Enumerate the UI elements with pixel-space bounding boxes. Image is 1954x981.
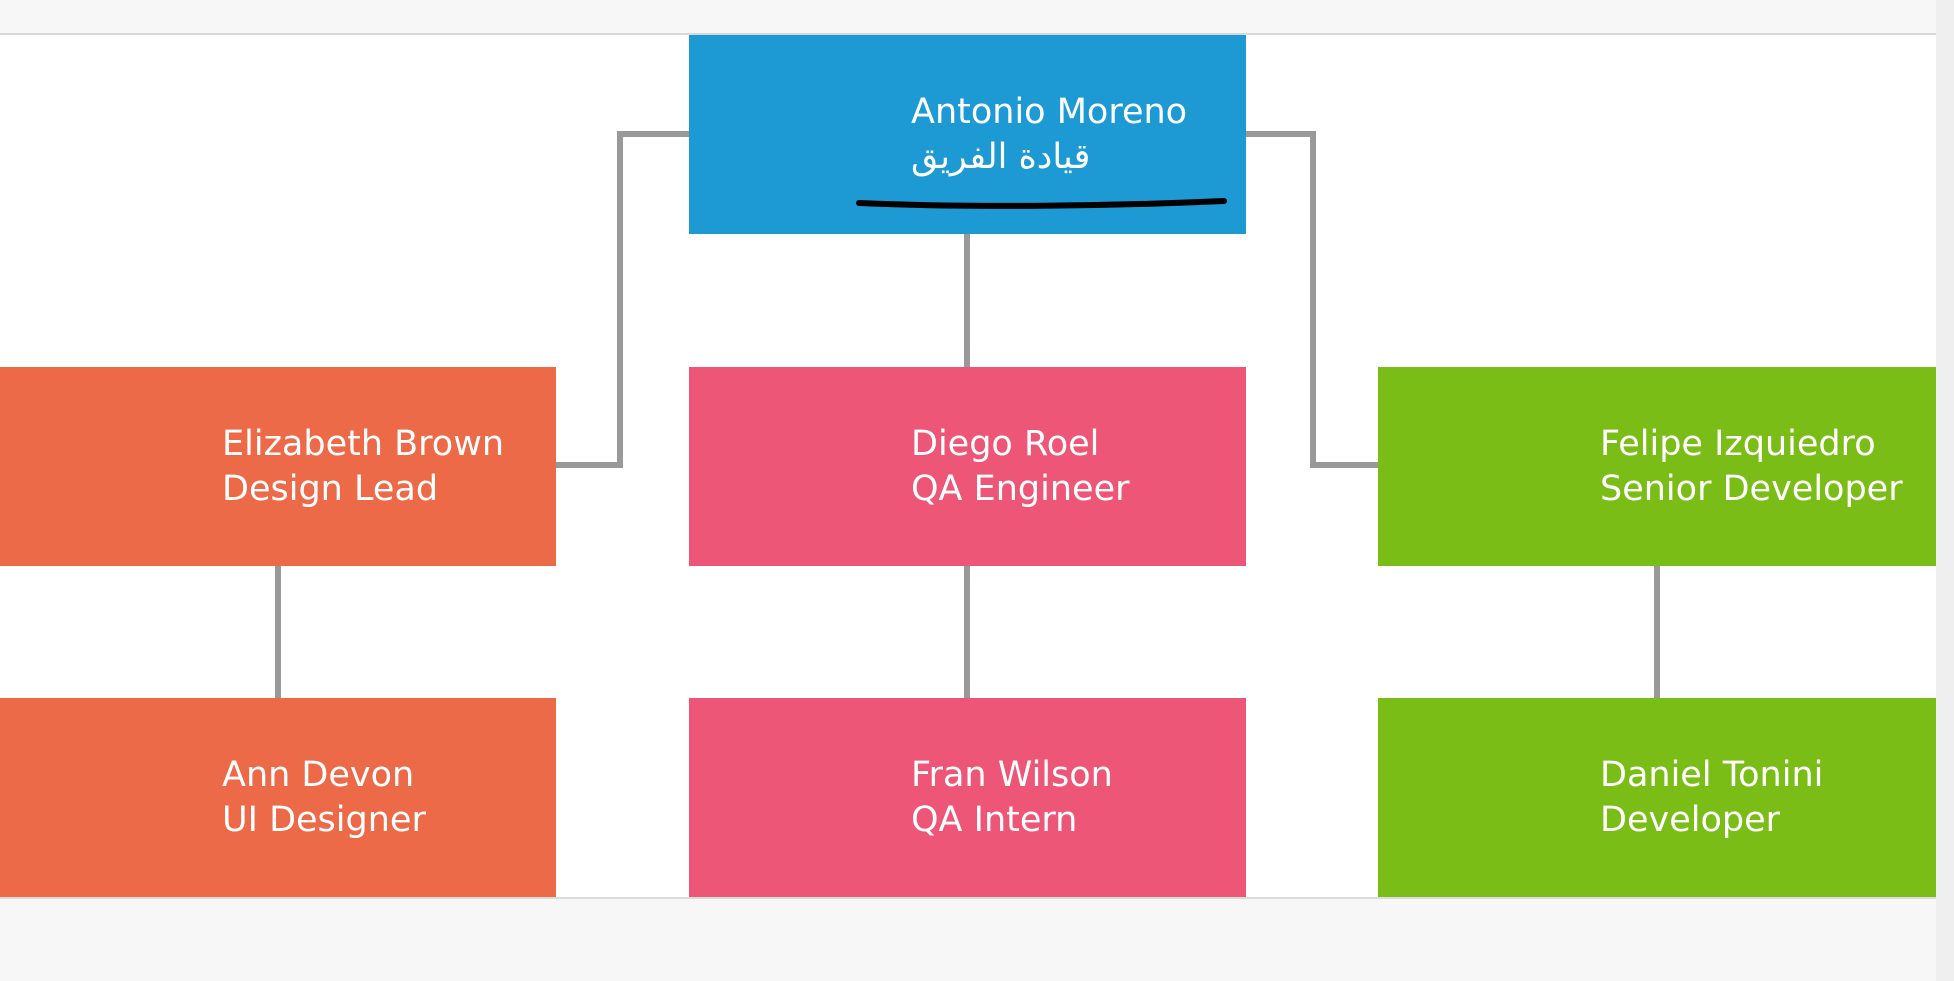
org-node-fran-wilson[interactable]: Fran Wilson QA Intern (689, 698, 1246, 897)
scrollbar-track[interactable] (1936, 0, 1954, 981)
org-node-felipe-izquiedro[interactable]: Felipe Izquiedro Senior Developer (1378, 367, 1936, 566)
connector-antonio-elizabeth-top (617, 131, 689, 137)
node-title: QA Intern (911, 799, 1078, 840)
connector-antonio-felipe-vertical (1310, 131, 1316, 468)
connector-antonio-elizabeth-vertical (617, 131, 623, 468)
node-title: Design Lead (222, 468, 439, 509)
node-name: Diego Roel (911, 423, 1100, 464)
node-title: Senior Developer (1600, 468, 1903, 509)
org-node-daniel-tonini[interactable]: Daniel Tonini Developer (1378, 698, 1936, 897)
node-name: Felipe Izquiedro (1600, 423, 1876, 464)
connector-felipe-daniel (1654, 566, 1660, 698)
connector-antonio-felipe-top (1246, 131, 1316, 137)
org-node-ann-devon[interactable]: Ann Devon UI Designer (0, 698, 556, 897)
org-chart: Antonio Moreno قيادة الفريق Elizabeth Br… (0, 35, 1936, 897)
node-name: Antonio Moreno (911, 91, 1188, 132)
node-name: Daniel Tonini (1600, 754, 1824, 795)
node-title: UI Designer (222, 799, 426, 840)
node-name: Fran Wilson (911, 754, 1113, 795)
org-node-diego-roel[interactable]: Diego Roel QA Engineer (689, 367, 1246, 566)
node-name: Ann Devon (222, 754, 415, 795)
org-node-antonio-moreno[interactable]: Antonio Moreno قيادة الفريق (689, 35, 1246, 234)
node-name: Elizabeth Brown (222, 423, 505, 464)
connector-diego-fran (964, 566, 970, 698)
node-title: قيادة الفريق (911, 136, 1091, 177)
connector-antonio-felipe-bottom (1310, 462, 1378, 468)
org-node-elizabeth-brown[interactable]: Elizabeth Brown Design Lead (0, 367, 556, 566)
node-title: Developer (1600, 799, 1781, 840)
connector-antonio-diego (964, 234, 970, 367)
node-title: QA Engineer (911, 468, 1130, 509)
connector-elizabeth-ann (275, 566, 281, 698)
connector-antonio-elizabeth-bottom (556, 462, 623, 468)
page-header (0, 0, 1936, 35)
page-footer (0, 897, 1936, 981)
